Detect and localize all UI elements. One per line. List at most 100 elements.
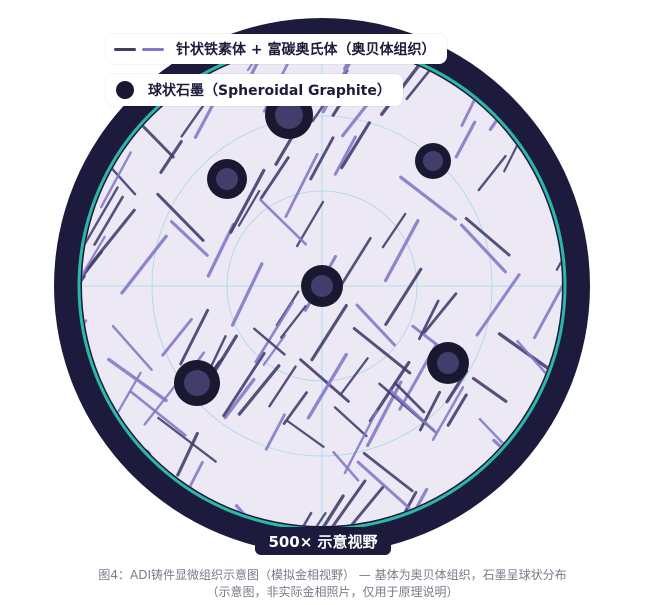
ferrite-needle bbox=[310, 304, 348, 362]
needle-swatch-dark bbox=[114, 47, 136, 51]
magnification-badge: 500× 示意视野 bbox=[255, 527, 391, 555]
ferrite-needle bbox=[142, 125, 175, 159]
figure-caption: 图4：ADI铸件显微组织示意图（模拟金相视野） — 基体为奥贝体组织，石墨呈球状… bbox=[98, 568, 567, 582]
legend-needles-label: 针状铁素体 + 富碳奥氏体（奥贝体组织） bbox=[176, 42, 436, 58]
ferrite-needle bbox=[82, 46, 90, 78]
ferrite-needle bbox=[477, 495, 522, 526]
ferrite-needle bbox=[82, 469, 123, 521]
ferrite-needle bbox=[383, 219, 420, 283]
ferrite-needle bbox=[356, 460, 411, 510]
ferrite-needle bbox=[459, 46, 494, 52]
ferrite-needle bbox=[340, 121, 371, 170]
ferrite-needle bbox=[264, 413, 286, 451]
ferrite-needle bbox=[159, 140, 183, 174]
ferrite-needle bbox=[309, 494, 345, 526]
ferrite-needle bbox=[237, 190, 261, 227]
graphite-nodule-core bbox=[216, 168, 238, 190]
ferrite-needle bbox=[431, 386, 465, 442]
ferrite-needle bbox=[333, 135, 357, 176]
ferrite-needle bbox=[254, 300, 294, 364]
ferrite-needle bbox=[306, 352, 348, 420]
ferrite-needle bbox=[120, 234, 168, 295]
ferrite-needle bbox=[237, 364, 281, 416]
graphite-nodule-core bbox=[423, 151, 443, 171]
figure-caption-note: （示意图，非实际金相照片，仅用于原理说明） bbox=[206, 585, 459, 599]
ferrite-needle bbox=[282, 391, 308, 425]
ferrite-needle bbox=[206, 222, 236, 278]
ferrite-needle bbox=[464, 216, 511, 257]
ferrite-needle bbox=[460, 223, 507, 274]
ferrite-needle bbox=[130, 390, 187, 437]
ferrite-needle bbox=[169, 220, 209, 257]
ferrite-needle bbox=[446, 393, 468, 427]
ferrite-needle bbox=[355, 303, 396, 347]
legend-graphite: 球状石墨（Spheroidal Graphite） bbox=[106, 74, 403, 106]
ferrite-needle bbox=[362, 451, 414, 493]
ferrite-needle bbox=[286, 419, 325, 448]
ferrite-needle bbox=[99, 151, 132, 209]
ferrite-needle bbox=[111, 324, 153, 371]
ferrite-needle bbox=[82, 463, 98, 522]
ferrite-needle bbox=[93, 195, 124, 246]
ferrite-needle bbox=[156, 192, 205, 242]
ferrite-needle bbox=[299, 358, 350, 403]
ferrite-needle bbox=[223, 377, 256, 420]
ferrite-needle bbox=[547, 46, 562, 85]
ferrite-needle bbox=[222, 351, 266, 418]
ferrite-needle bbox=[417, 299, 440, 341]
ferrite-needle bbox=[82, 235, 106, 283]
ferrite-needle bbox=[366, 380, 403, 448]
ferrite-needle bbox=[82, 46, 92, 91]
legend-graphite-label: 球状石墨（Spheroidal Graphite） bbox=[148, 83, 391, 99]
ferrite-needle bbox=[381, 212, 407, 249]
ferrite-needle bbox=[280, 305, 307, 339]
ferrite-needle bbox=[82, 53, 107, 101]
ferrite-needle bbox=[298, 511, 327, 526]
ferrite-needle bbox=[180, 99, 208, 138]
ferrite-needle bbox=[179, 308, 210, 366]
ferrite-needle bbox=[268, 365, 297, 408]
ferrite-needle bbox=[329, 479, 367, 526]
graphite-nodule-core bbox=[184, 370, 210, 396]
ferrite-needle bbox=[384, 267, 423, 326]
ferrite-needle bbox=[259, 156, 290, 200]
ferrite-needle bbox=[82, 87, 104, 121]
ferrite-needle bbox=[393, 381, 426, 414]
ferrite-needle bbox=[253, 327, 286, 356]
ferrite-needle bbox=[333, 406, 368, 438]
ferrite-needle bbox=[343, 409, 378, 475]
ferrite-needle bbox=[477, 154, 507, 192]
ferrite-needle bbox=[340, 485, 385, 526]
ferrite-needle bbox=[82, 469, 93, 524]
ferrite-needle bbox=[525, 515, 549, 526]
needle-swatch-light bbox=[142, 47, 164, 51]
ferrite-needle bbox=[389, 389, 438, 434]
graphite-nodule-core bbox=[437, 352, 459, 374]
ferrite-needle bbox=[309, 136, 335, 181]
ferrite-needle bbox=[82, 129, 86, 163]
ferrite-needle bbox=[533, 280, 562, 340]
graphite-swatch-icon bbox=[116, 81, 134, 99]
graphite-nodule-core bbox=[275, 101, 303, 129]
ferrite-needle bbox=[454, 120, 477, 159]
ferrite-needle bbox=[259, 198, 308, 246]
ferrite-needle bbox=[82, 250, 103, 292]
ferrite-needle bbox=[332, 450, 360, 482]
ferrite-needle bbox=[82, 186, 119, 252]
ferrite-needle bbox=[340, 357, 369, 395]
graphite-nodule-core bbox=[311, 275, 333, 297]
ferrite-needle bbox=[537, 63, 562, 107]
ferrite-needle bbox=[475, 273, 521, 337]
ferrite-needle bbox=[161, 317, 193, 357]
ferrite-needle bbox=[262, 334, 286, 366]
ferrite-needle bbox=[82, 422, 92, 462]
ferrite-needle bbox=[176, 431, 199, 477]
graphite-nodule-core bbox=[544, 444, 560, 460]
needle-swatch-icon bbox=[114, 47, 164, 51]
ferrite-needle bbox=[352, 327, 412, 375]
ferrite-needle bbox=[418, 390, 442, 432]
ferrite-needle bbox=[471, 376, 508, 403]
graphite-nodule bbox=[538, 438, 562, 466]
ferrite-needle bbox=[157, 416, 217, 463]
